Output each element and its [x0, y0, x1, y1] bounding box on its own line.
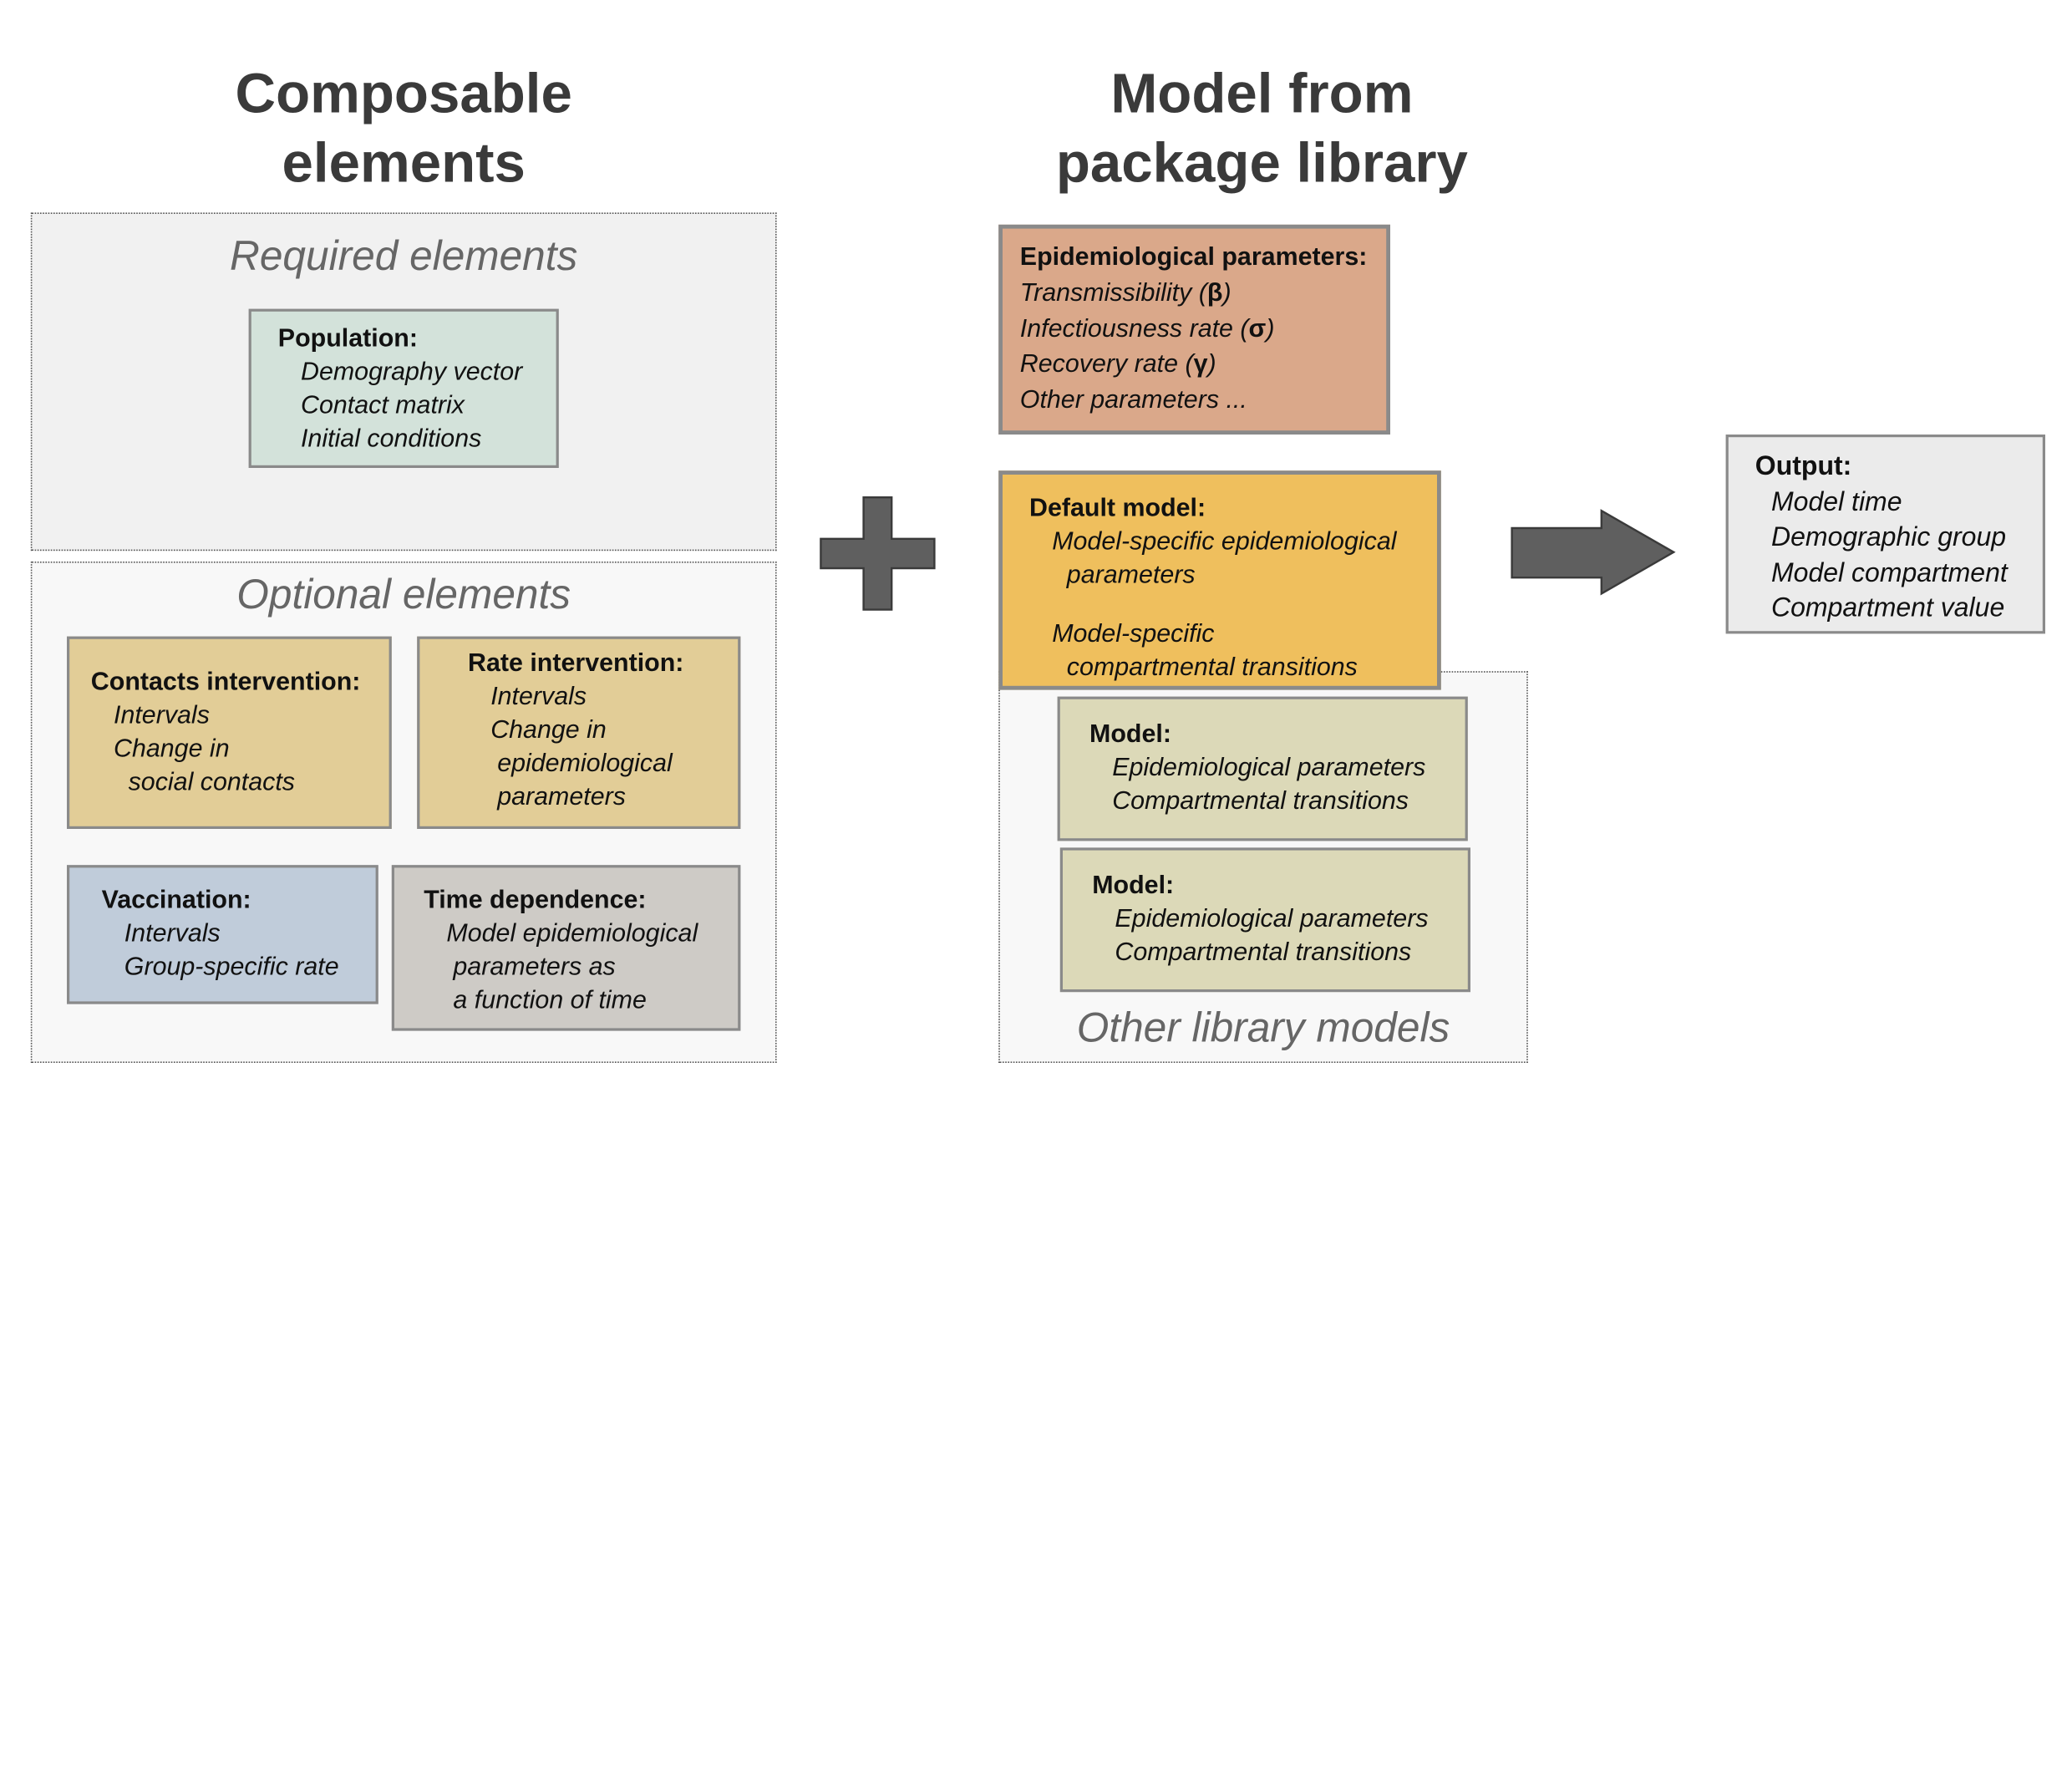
library-model-line: Epidemiological parameters	[1115, 905, 1429, 933]
time-dependence-box: Time dependence: Model epidemiological p…	[391, 865, 741, 1031]
right-arrow-icon	[1511, 509, 1676, 596]
population-line: Contact matrix	[301, 391, 465, 420]
rate-intervention-line: epidemiological	[497, 750, 673, 779]
output-line: Demographic group	[1771, 522, 2007, 552]
default-model-line: compartmental transitions	[1066, 653, 1358, 682]
sigma-symbol: σ	[1248, 314, 1267, 343]
contacts-intervention-line: Intervals	[114, 702, 210, 730]
output-title: Output:	[1755, 451, 1852, 481]
vaccination-box: Vaccination: Intervals Group-specific ra…	[67, 865, 378, 1004]
rate-intervention-line: Intervals	[490, 683, 587, 712]
vaccination-title: Vaccination:	[101, 886, 251, 915]
rate-intervention-box: Rate intervention: Intervals Change in e…	[417, 636, 741, 829]
time-dependence-line: Model epidemiological	[446, 919, 698, 948]
transmissibility-line: Transmissibility (β)	[1019, 279, 1232, 308]
vaccination-line: Group-specific rate	[124, 953, 339, 982]
default-model-line: Model-specific	[1052, 620, 1215, 648]
output-line: Model compartment	[1771, 558, 2008, 588]
recovery-rate-line: Recovery rate (γ)	[1019, 350, 1216, 379]
default-model-line: parameters	[1066, 562, 1196, 590]
optional-elements-title: Optional elements	[236, 571, 571, 618]
rate-intervention-line: Change in	[490, 716, 607, 745]
output-line: Compartment value	[1771, 593, 2005, 623]
population-line: Demography vector	[301, 358, 523, 387]
time-dependence-title: Time dependence:	[424, 886, 647, 915]
composable-heading: Composable elements	[136, 58, 671, 197]
rate-intervention-line: parameters	[497, 783, 626, 812]
library-heading-line-1: Model from	[1110, 61, 1414, 125]
plus-icon	[820, 496, 936, 611]
composable-heading-line-1: Composable	[235, 61, 572, 125]
contacts-intervention-box: Contacts intervention: Intervals Change …	[67, 636, 392, 829]
output-box: Output: Model time Demographic group Mod…	[1725, 435, 2045, 634]
epidemiological-parameters-title: Epidemiological parameters:	[1019, 243, 1368, 272]
library-model-line: Compartmental transitions	[1112, 787, 1409, 816]
infectiousness-rate-line: Infectiousness rate (σ)	[1019, 314, 1275, 343]
contacts-intervention-line: Change in	[114, 735, 230, 764]
library-heading-line-2: package library	[1055, 130, 1468, 194]
library-model-box: Model: Epidemiological parameters Compar…	[1059, 847, 1470, 993]
library-model-line: Compartmental transitions	[1115, 938, 1412, 967]
composable-heading-line-2: elements	[282, 130, 526, 194]
default-model-box: Default model: Model-specific epidemiolo…	[998, 470, 1441, 690]
contacts-intervention-title: Contacts intervention:	[90, 668, 361, 697]
rate-intervention-title: Rate intervention:	[468, 649, 684, 679]
population-line: Initial conditions	[301, 424, 482, 454]
other-library-models-title: Other library models	[1076, 1004, 1450, 1051]
library-model-title: Model:	[1089, 720, 1171, 749]
population-title: Population:	[277, 324, 418, 353]
default-model-title: Default model:	[1029, 495, 1206, 523]
other-parameters-line: Other parameters ...	[1019, 385, 1247, 414]
contacts-intervention-line: social contacts	[128, 769, 295, 797]
gamma-symbol: γ	[1193, 350, 1208, 379]
connector-symbols	[820, 496, 1676, 611]
vaccination-line: Intervals	[124, 919, 221, 948]
library-model-title: Model:	[1092, 872, 1175, 900]
default-model-line: Model-specific epidemiological	[1052, 528, 1397, 557]
output-line: Model time	[1771, 487, 1902, 517]
time-dependence-line: parameters as	[453, 953, 616, 982]
time-dependence-line: a function of time	[453, 986, 647, 1015]
epidemiological-parameters-box: Epidemiological parameters: Transmissibi…	[998, 224, 1390, 435]
library-model-line: Epidemiological parameters	[1112, 754, 1426, 782]
required-elements-title: Required elements	[230, 232, 578, 280]
library-heading: Model from package library	[994, 58, 1529, 197]
library-model-box: Model: Epidemiological parameters Compar…	[1057, 696, 1468, 841]
beta-symbol: β	[1206, 279, 1223, 308]
population-box: Population: Demography vector Contact ma…	[248, 308, 559, 468]
